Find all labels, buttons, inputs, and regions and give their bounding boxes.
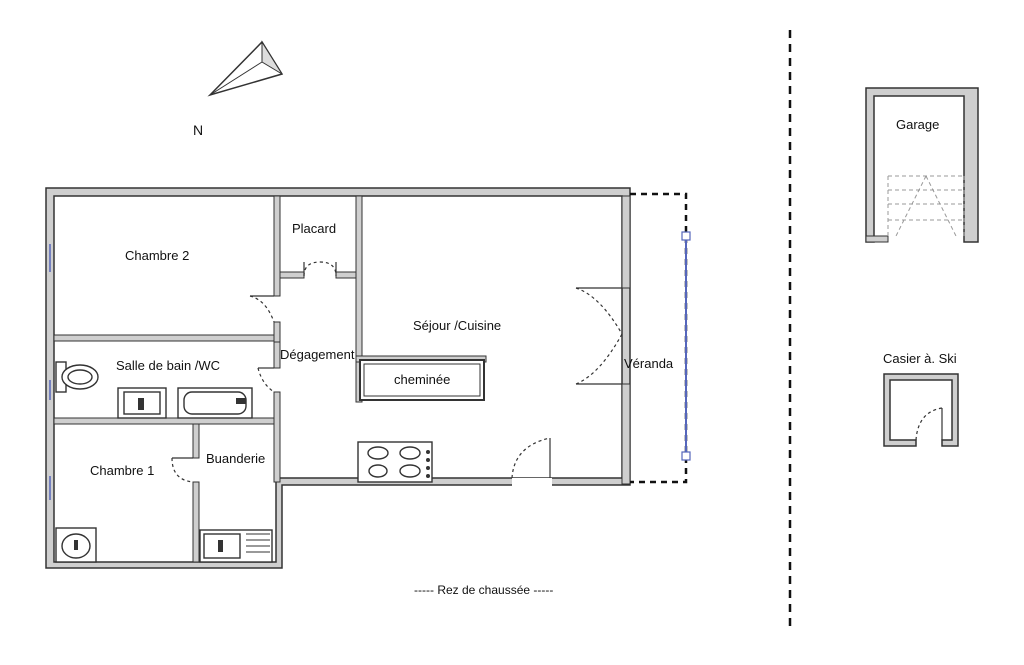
label-degagement: Dégagement <box>280 347 355 362</box>
cooktop-icon <box>357 441 433 483</box>
door-veranda <box>575 287 623 385</box>
label-garage: Garage <box>896 117 939 132</box>
label-veranda: Véranda <box>624 356 674 371</box>
label-chambre1: Chambre 1 <box>90 463 154 478</box>
house-outer-walls <box>45 187 631 569</box>
bathtub-icon <box>177 387 253 419</box>
label-chambre2: Chambre 2 <box>125 248 189 263</box>
toilet-icon <box>55 361 99 393</box>
sink-icon <box>117 387 167 419</box>
floor-label: ----- Rez de chaussée ----- <box>414 583 553 597</box>
label-buanderie: Buanderie <box>206 451 265 466</box>
label-casier-ski: Casier à. Ski <box>883 351 957 366</box>
veranda-outline <box>630 192 688 484</box>
door-chambre1 <box>171 457 194 483</box>
door-chambre2 <box>249 295 275 323</box>
compass-arrow-icon <box>207 40 284 97</box>
compass-label: N <box>193 122 203 138</box>
label-cheminee: cheminée <box>394 372 450 387</box>
door-placard <box>303 261 337 277</box>
garage-building <box>865 87 979 243</box>
label-placard: Placard <box>292 221 336 236</box>
door-salle-de-bain <box>257 367 275 393</box>
door-entrance <box>511 437 551 479</box>
washbasin-icon <box>55 527 97 563</box>
laundry-sink-icon <box>199 529 273 563</box>
label-sejour: Séjour /Cuisine <box>413 318 501 333</box>
ski-locker-building <box>883 373 959 447</box>
label-salle-de-bain: Salle de bain /WC <box>116 358 220 373</box>
